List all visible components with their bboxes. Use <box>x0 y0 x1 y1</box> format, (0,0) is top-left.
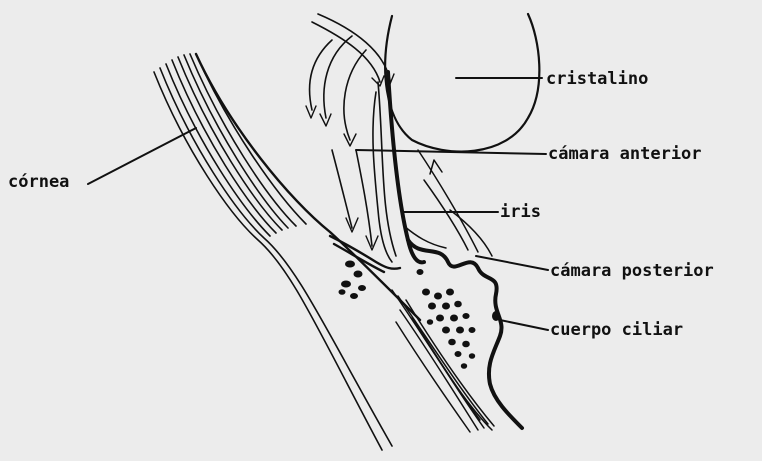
label-posterior-chamber: cámara posterior <box>550 263 714 280</box>
iris-outline <box>388 72 424 262</box>
lens-outline <box>385 14 539 152</box>
scleral-fibers <box>392 290 494 432</box>
leader-cornea <box>88 128 196 184</box>
cornea-inner-edge <box>196 54 420 320</box>
label-cornea: córnea <box>8 174 69 191</box>
cornea-layers <box>154 54 392 450</box>
label-iris: iris <box>500 204 541 221</box>
leader-ciliary-body <box>500 320 548 330</box>
label-anterior-chamber: cámara anterior <box>548 146 702 163</box>
label-ciliary-body: cuerpo ciliar <box>550 322 683 339</box>
label-lens: cristalino <box>546 71 648 88</box>
posterior-flow-lines <box>404 150 492 256</box>
ciliary-body-cells <box>339 261 501 369</box>
leader-posterior-chamber <box>476 256 548 270</box>
